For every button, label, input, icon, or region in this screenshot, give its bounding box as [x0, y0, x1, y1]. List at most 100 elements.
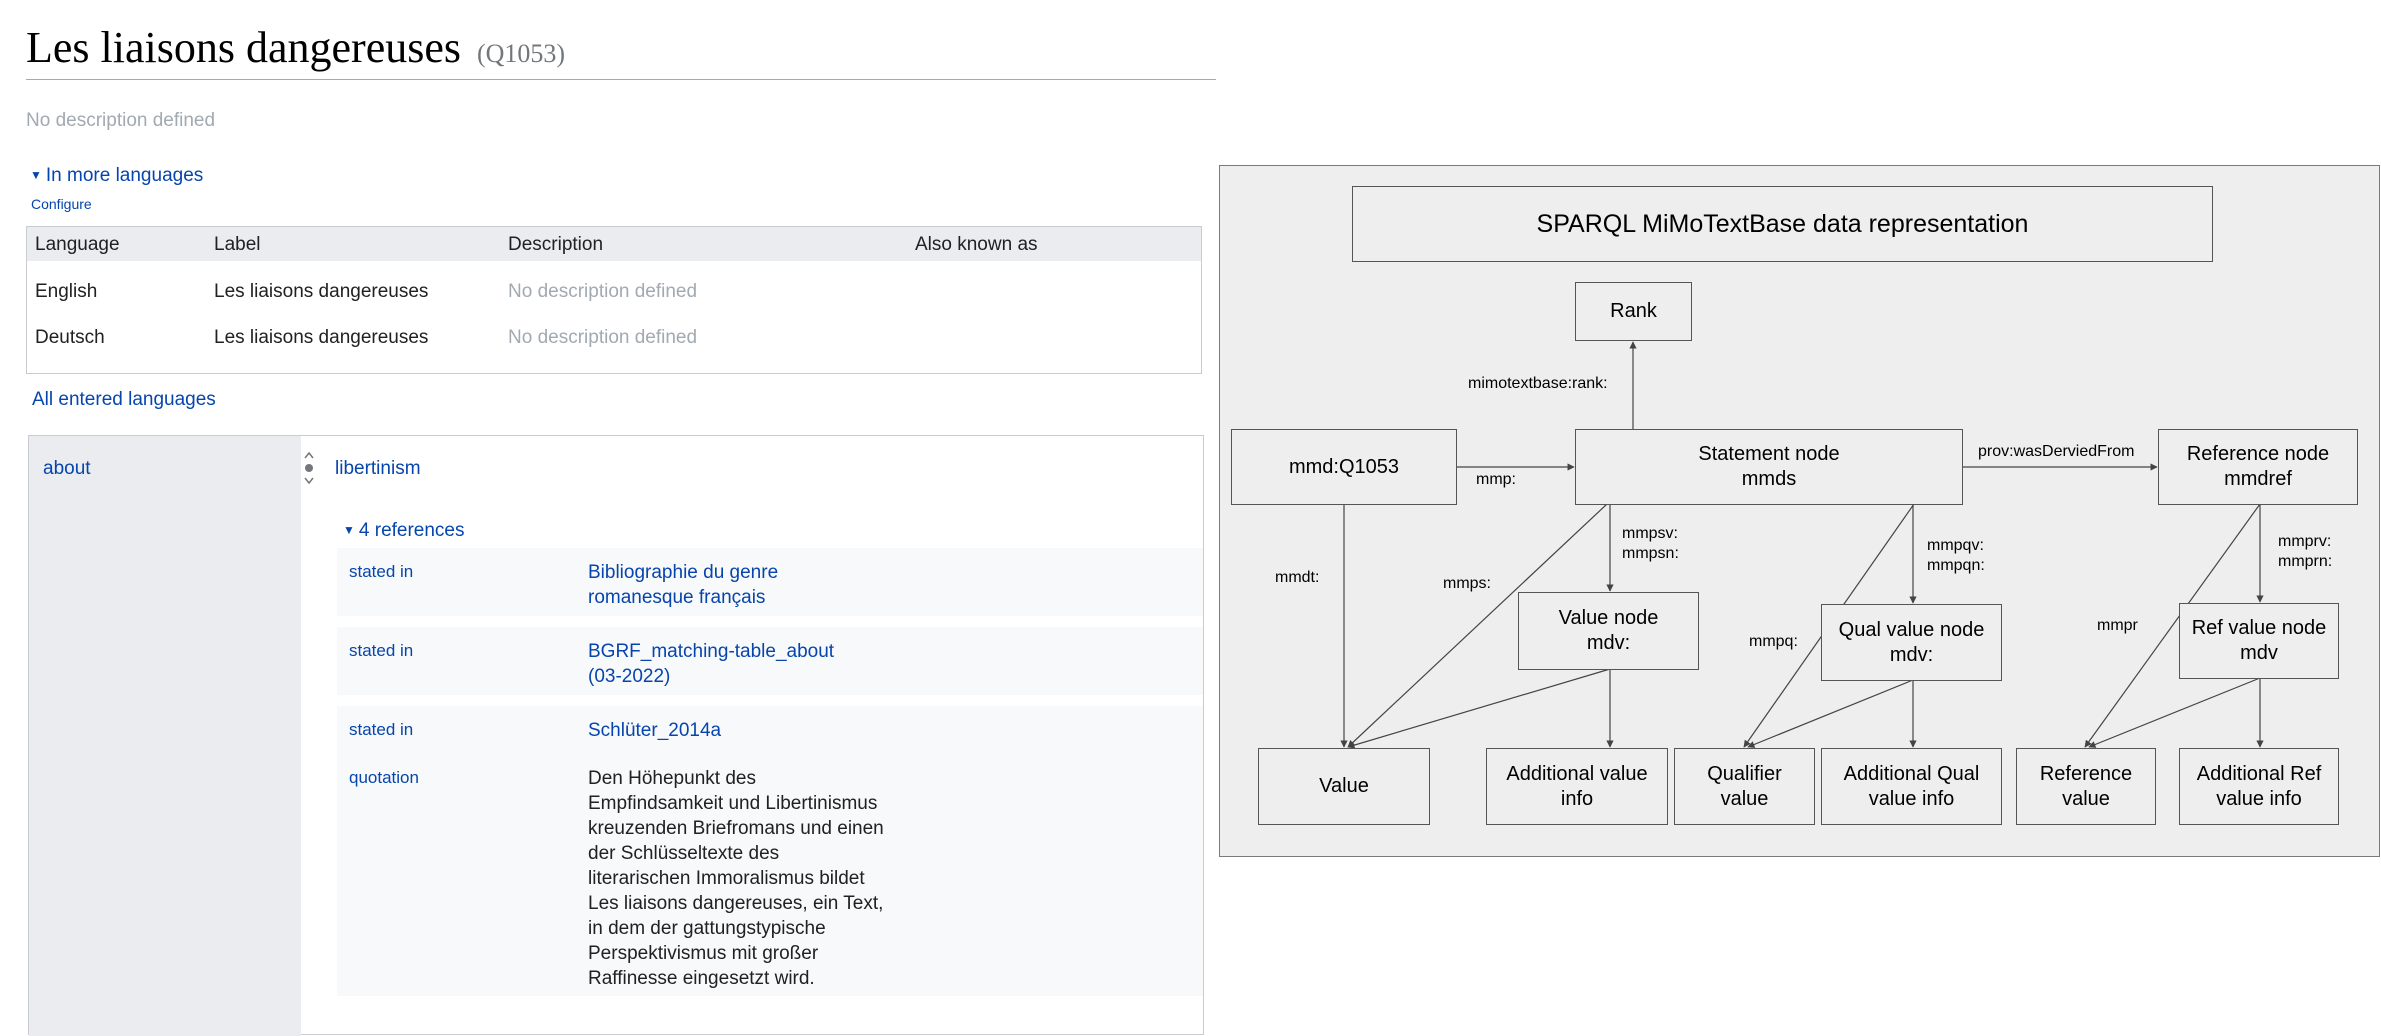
item-label: Les liaisons dangereuses: [26, 23, 461, 72]
quotation-line: kreuzenden Briefromans und einen: [588, 818, 884, 839]
statement-group: about libertinism ▼4 references stated i…: [28, 435, 1204, 1036]
statement-node-line: mmds: [1741, 468, 1797, 490]
property-column: about: [29, 436, 301, 1036]
diagram-title: SPARQL MiMoTextBase data representation: [1352, 186, 2213, 262]
statement-node: Statement node mmds: [1575, 429, 1963, 505]
reference-property[interactable]: stated in: [349, 641, 414, 660]
row-description[interactable]: No description defined: [508, 281, 698, 302]
quotation-line: der Schlüsseltexte des: [588, 843, 780, 864]
edge-label-mmpqv: mmpqv:: [1927, 537, 1984, 554]
edge-refnode-refvalue: [2088, 677, 2261, 748]
languages-table-header: Language Label Description Also known as: [27, 227, 1201, 261]
references-count: 4 references: [358, 520, 465, 541]
reference-node-line: mmdref: [2224, 468, 2292, 490]
qual-value-node-line: Qual value node: [1838, 618, 1985, 641]
edge-label-mmpqn: mmpqn:: [1927, 557, 1985, 574]
reference-value[interactable]: Schlüter_2014a: [588, 718, 721, 743]
edge-label-mmpr: mmpr: [2097, 617, 2138, 634]
header-language: Language: [35, 234, 120, 255]
references-toggle[interactable]: ▼4 references: [343, 520, 465, 542]
value-leaf: Value: [1258, 748, 1430, 825]
reference-value-line: BGRF_matching-table_about: [588, 641, 835, 662]
ref-value-node-line: mdv: [2240, 642, 2278, 664]
row-language: Deutsch: [35, 327, 105, 348]
ref-value-node-line: Ref value node: [2191, 617, 2327, 639]
edge-label-mmprn: mmprn:: [2278, 553, 2333, 570]
leaf-line: value: [1720, 787, 1769, 810]
edge-label-rank: mimotextbase:rank:: [1468, 375, 1608, 392]
all-languages-link[interactable]: All entered languages: [32, 389, 216, 410]
configure-link[interactable]: Configure: [31, 196, 92, 212]
reference-block: stated in BGRF_matching-table_about (03-…: [337, 627, 1203, 695]
quotation-line: Les liaisons dangereuses, ein Text,: [588, 893, 884, 914]
quotation-text: Den Höhepunkt des Empfindsamkeit und Lib…: [588, 766, 884, 991]
edge-valnode-value: [1347, 668, 1611, 749]
rank-selector-icon[interactable]: [302, 450, 316, 486]
quotation-line: literarischen Immoralismus bildet: [588, 868, 865, 889]
reference-value[interactable]: BGRF_matching-table_about (03-2022): [588, 639, 834, 689]
leaf-line: value info: [1868, 787, 1955, 810]
leaf-line: Additional Qual: [1843, 762, 1980, 785]
row-label[interactable]: Les liaisons dangereuses: [214, 281, 429, 302]
edge-label-mmpsn: mmpsn:: [1622, 545, 1679, 562]
edge-mmpr: [2084, 503, 2261, 748]
reference-property[interactable]: stated in: [349, 562, 414, 581]
leaf-line: Additional value: [1506, 762, 1648, 785]
header-label: Label: [214, 234, 261, 255]
header-also-known-as: Also known as: [915, 234, 1038, 255]
edge-label-mmpq: mmpq:: [1749, 633, 1798, 650]
edge-label-prov: prov:wasDerviedFrom: [1978, 443, 2135, 460]
reference-property[interactable]: quotation: [349, 768, 419, 787]
reference-value-line: Bibliographie du genre: [588, 562, 779, 583]
quotation-line: Empfindsamkeit und Libertinismus: [588, 793, 878, 814]
more-languages-label: In more languages: [45, 165, 204, 186]
triangle-down-icon: ▼: [343, 523, 355, 537]
quotation-line: Den Höhepunkt des: [588, 768, 756, 789]
leaf-line: Reference: [2039, 762, 2133, 785]
edge-label-mmprv: mmprv:: [2278, 533, 2332, 550]
data-model-diagram: SPARQL MiMoTextBase data representation …: [1219, 165, 2380, 857]
quotation-line: Raffinesse eingesetzt wird.: [588, 968, 815, 989]
reference-property[interactable]: stated in: [349, 720, 414, 739]
page-title: Les liaisons dangereuses (Q1053): [26, 22, 565, 73]
reference-node-line: Reference node: [2186, 443, 2330, 465]
triangle-down-icon: ▼: [30, 168, 42, 182]
edge-label-mmp: mmp:: [1476, 471, 1516, 488]
reference-value[interactable]: Bibliographie du genre romanesque frança…: [588, 560, 778, 610]
quotation-line: Perspektivismus mit großer: [588, 943, 819, 964]
reference-value-leaf: Reference value: [2016, 748, 2156, 825]
leaf-line: Additional Ref: [2196, 762, 2322, 785]
ref-value-node: Ref value node mdv: [2179, 603, 2339, 679]
reference-value-line: (03-2022): [588, 666, 671, 687]
more-languages-toggle[interactable]: ▼In more languages: [30, 165, 203, 187]
edge-label-mmpsv: mmpsv:: [1622, 525, 1678, 542]
reference-node: Reference node mmdref: [2158, 429, 2358, 505]
leaf-line: Qualifier: [1707, 762, 1782, 785]
additional-ref-value-info-leaf: Additional Ref value info: [2179, 748, 2339, 825]
item-id: (Q1053): [477, 39, 566, 68]
rank-node: Rank: [1575, 282, 1692, 341]
edge-qualnode-qualifier: [1747, 679, 1914, 748]
edge-mmps: [1347, 503, 1608, 748]
header-description: Description: [508, 234, 604, 255]
reference-value-line: romanesque français: [588, 587, 766, 608]
edge-label-mmdt: mmdt:: [1275, 569, 1320, 586]
row-language: English: [35, 281, 98, 302]
value-node-line: mdv:: [1586, 632, 1631, 654]
reference-block: stated in Bibliographie du genre romanes…: [337, 548, 1203, 616]
qual-value-node: Qual value node mdv:: [1821, 604, 2002, 681]
item-description: No description defined: [26, 110, 216, 131]
statement-node-line: Statement node: [1698, 443, 1840, 465]
statement-value-link[interactable]: libertinism: [335, 458, 421, 479]
reference-value-line: Schlüter_2014a: [588, 720, 722, 741]
property-about-link[interactable]: about: [43, 458, 91, 479]
leaf-line: value: [2062, 787, 2110, 810]
row-label[interactable]: Les liaisons dangereuses: [214, 327, 429, 348]
value-node-line: Value node: [1558, 607, 1659, 629]
row-description[interactable]: No description defined: [508, 327, 698, 348]
item-node: mmd:Q1053: [1231, 429, 1457, 505]
title-divider: [26, 79, 1216, 80]
languages-table: Language Label Description Also known as…: [26, 226, 1202, 374]
quotation-line: in dem der gattungstypische: [588, 918, 826, 939]
additional-qual-value-info-leaf: Additional Qual value info: [1821, 748, 2002, 825]
